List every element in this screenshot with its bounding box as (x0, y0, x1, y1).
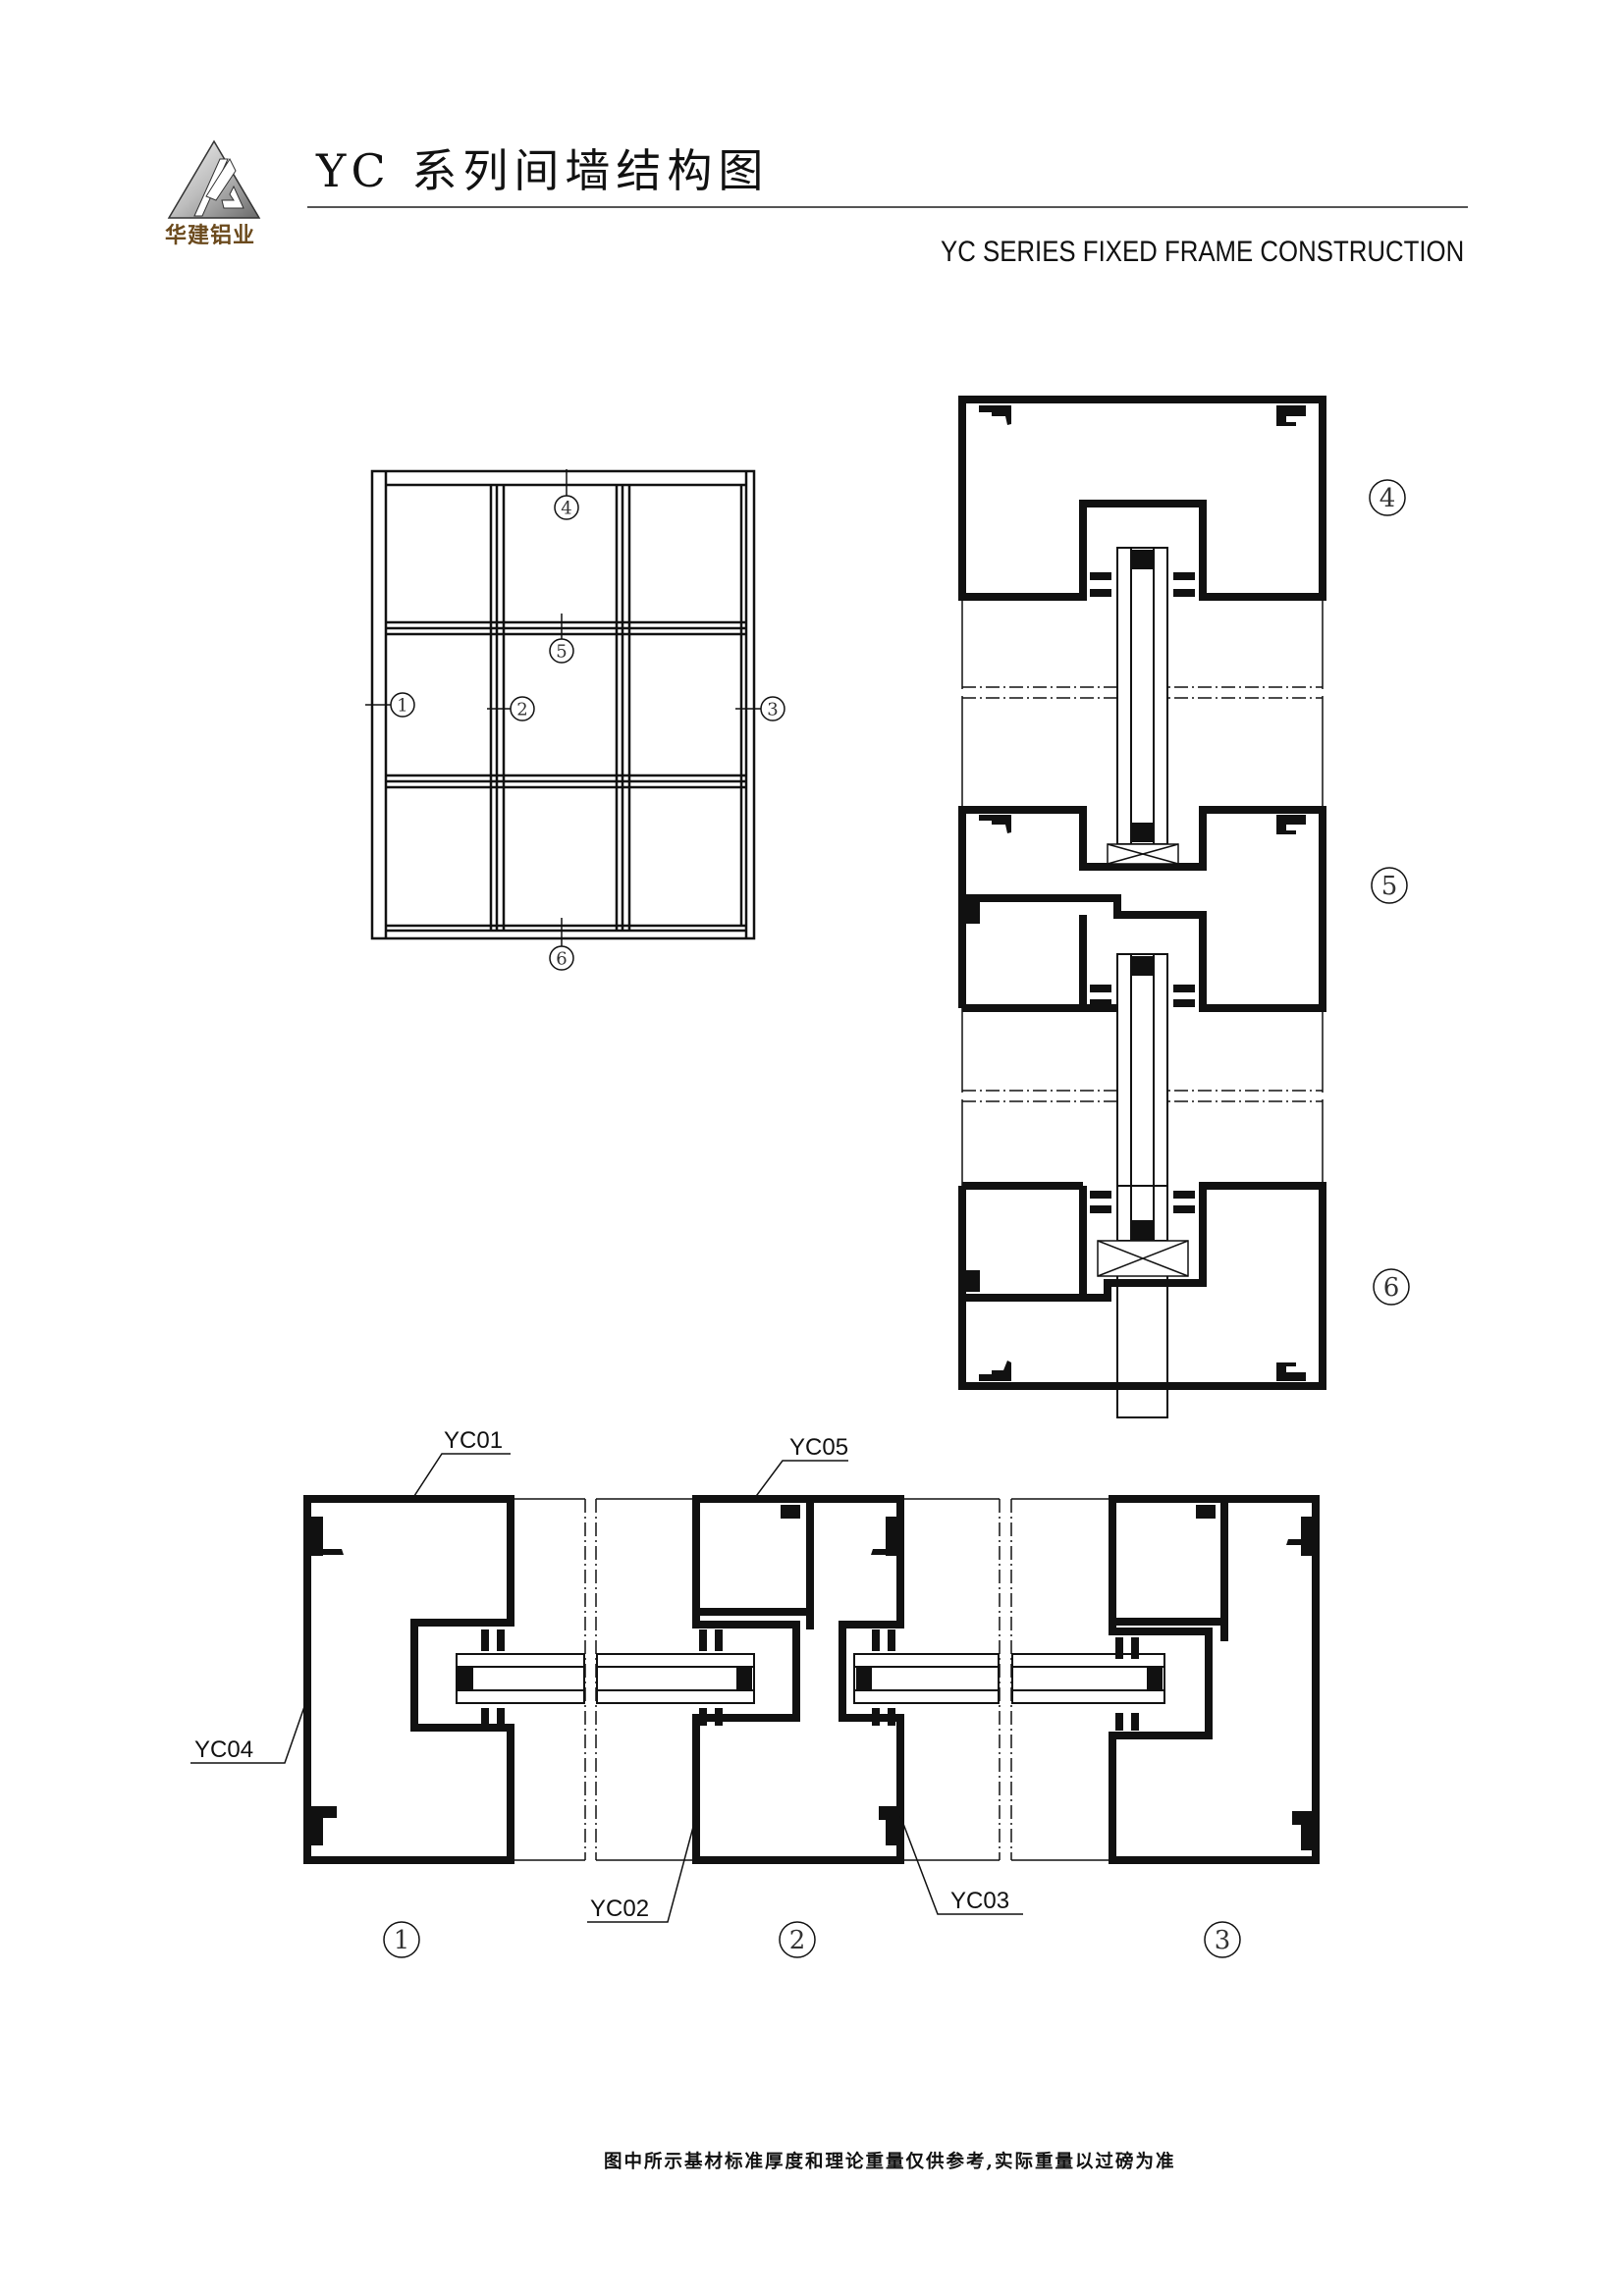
marker-2-circle (510, 696, 535, 721)
marker-6-label: 6 (556, 949, 567, 970)
marker-5-section-circle (1371, 867, 1408, 904)
label-yc03: YC03 (950, 1888, 1009, 1914)
marker-4-section-label: 4 (1380, 484, 1396, 513)
elevation-view (370, 469, 756, 940)
marker-3-circle (760, 696, 785, 721)
logo-text: 华建铝业 (165, 224, 256, 248)
marker-3-section-label: 3 (1215, 1926, 1231, 1955)
label-yc04: YC04 (194, 1736, 253, 1763)
marker-4-circle (554, 495, 579, 520)
marker-4-label: 4 (561, 499, 571, 519)
horizontal-section-view (190, 1453, 1320, 1923)
vertical-section-markers (1369, 479, 1410, 1306)
label-yc01: YC01 (444, 1427, 503, 1454)
elevation-markers (365, 469, 785, 971)
header-divider (307, 206, 1468, 208)
marker-1-section-label: 1 (394, 1926, 410, 1955)
vertical-section-view (958, 396, 1326, 1418)
page-subtitle: YC SERIES FIXED FRAME CONSTRUCTION (941, 236, 1465, 268)
label-yc05: YC05 (789, 1434, 848, 1461)
marker-6-circle (549, 945, 574, 971)
marker-5-section-label: 5 (1381, 872, 1398, 901)
horizontal-section-markers (383, 1921, 1241, 1958)
marker-6-section-circle (1373, 1268, 1410, 1306)
footer-note: 图中所示基材标准厚度和理论重量仅供参考,实际重量以过磅为准 (604, 2152, 1176, 2172)
marker-1-section-circle (383, 1921, 420, 1958)
label-yc02: YC02 (590, 1896, 649, 1922)
marker-3-section-circle (1204, 1921, 1241, 1958)
marker-2-section-label: 2 (789, 1926, 806, 1955)
marker-4-section-circle (1369, 479, 1406, 516)
marker-3-label: 3 (767, 700, 778, 721)
marker-1-circle (390, 692, 415, 718)
marker-5-label: 5 (556, 642, 567, 663)
company-logo (165, 139, 263, 220)
marker-1-label: 1 (397, 696, 407, 717)
profile-labels: YC01 YC05 YC04 YC02 YC03 (194, 1427, 1009, 1922)
marker-2-label: 2 (516, 700, 527, 721)
marker-6-section-label: 6 (1383, 1273, 1400, 1303)
marker-5-circle (549, 638, 574, 664)
hj-triangle-logo-icon (167, 139, 261, 219)
page-title: YC 系列间墙结构图 (316, 144, 770, 197)
marker-2-section-circle (779, 1921, 816, 1958)
